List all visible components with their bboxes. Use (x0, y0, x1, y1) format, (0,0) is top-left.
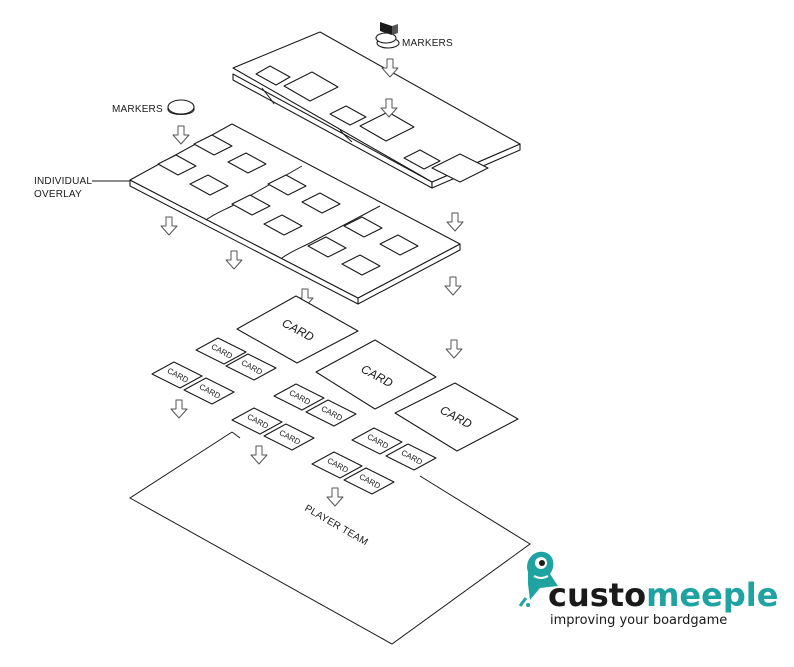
marker-well (403, 149, 441, 170)
markers-stack-icon (375, 22, 400, 49)
small-card: CARD (231, 407, 283, 435)
card-well (283, 71, 339, 102)
team-overlay-board (232, 31, 521, 189)
individual-overlay-label-line1: INDIVIDUAL (34, 176, 92, 187)
card-well (157, 154, 197, 176)
small-card-group: CARD CARD CARD CARD (311, 427, 437, 495)
small-card-group: CARD CARD CARD CARD (231, 383, 357, 451)
small-card: CARD (311, 451, 363, 479)
small-card: CARD (305, 399, 357, 427)
card-well (307, 236, 347, 258)
large-card: CARD (394, 382, 519, 452)
brand-name-part2: meeple (646, 576, 778, 614)
brand-name-part1: custo (548, 576, 646, 614)
arrow-down-icon (326, 487, 344, 507)
brand-logo: customeeple improving your boardgame (518, 551, 778, 628)
card-well (431, 153, 489, 183)
small-card: CARD (151, 361, 203, 389)
individual-overlay-board (129, 123, 461, 305)
card-well (263, 214, 303, 236)
player-team-board (129, 431, 531, 645)
card-well (227, 152, 267, 174)
markers-label-top: MARKERS (402, 38, 453, 49)
small-card: CARD (343, 467, 395, 495)
small-card: CARD (385, 443, 437, 471)
marker-well (255, 65, 291, 86)
arrow-down-icon (170, 399, 188, 419)
small-card: CARD (263, 423, 315, 451)
card-well (359, 111, 415, 142)
small-card: CARD (351, 427, 403, 455)
small-card: CARD (225, 353, 277, 381)
card-well (379, 234, 419, 256)
card-well (343, 216, 383, 238)
arrow-down-icon (380, 98, 398, 118)
marker-token-icon (167, 99, 195, 115)
arrow-down-icon (225, 250, 243, 270)
brand-tagline: improving your boardgame (550, 613, 727, 628)
card-well (193, 134, 233, 156)
large-card: CARD (315, 339, 437, 410)
arrow-down-icon (381, 58, 399, 78)
card-well (267, 174, 307, 196)
svg-text:customeeple: customeeple (548, 576, 778, 614)
arrow-down-icon (445, 339, 463, 359)
small-card: CARD (273, 383, 325, 411)
small-card: CARD (183, 377, 235, 405)
arrow-down-icon (446, 212, 464, 232)
arrow-down-icon (172, 125, 190, 145)
small-card: CARD (195, 337, 247, 365)
arrow-down-icon (444, 276, 462, 296)
marker-well (329, 105, 367, 126)
arrow-down-icon (160, 216, 178, 236)
individual-overlay-label-line2: OVERLAY (34, 189, 82, 200)
player-team-label: PLAYER TEAM (303, 503, 370, 548)
card-well (301, 192, 341, 214)
card-well (231, 194, 271, 216)
card-well (189, 174, 229, 196)
meeple-mascot-icon (518, 551, 558, 607)
arrow-down-icon (250, 445, 268, 465)
small-card-group: CARD CARD CARD CARD (151, 337, 277, 405)
card-well (341, 254, 381, 276)
markers-label-left: MARKERS (112, 104, 163, 115)
large-card: CARD (236, 295, 359, 364)
